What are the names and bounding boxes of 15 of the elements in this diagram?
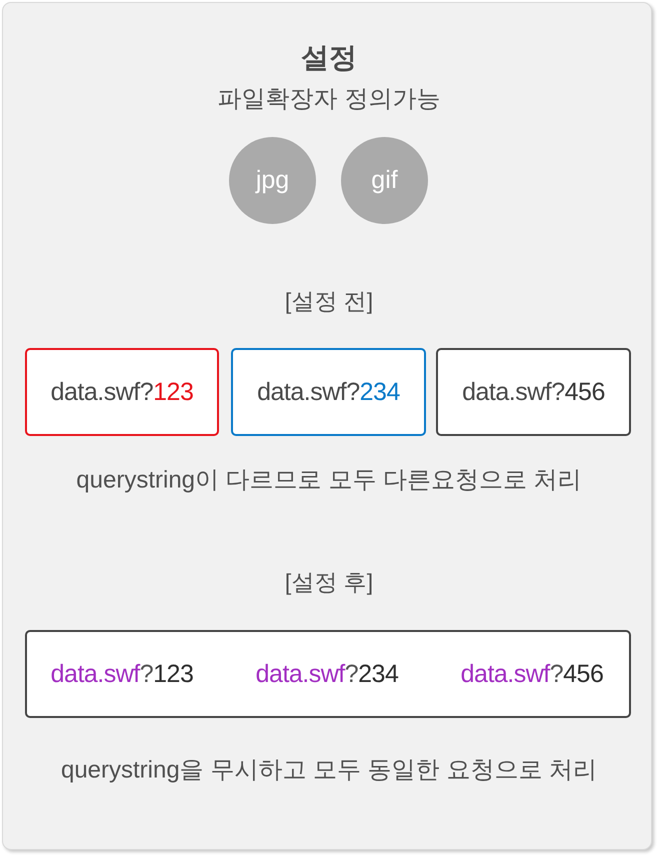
url-box	[25, 630, 631, 718]
subtitle: 파일확장자 정의가능	[218, 86, 440, 114]
url-box: data.swf?123	[25, 348, 219, 436]
url-text: data.swf?123	[50, 659, 194, 689]
section-heading: [설정 전]	[284, 288, 374, 316]
title: 설정	[301, 41, 357, 75]
caption-text: querystring을 무시하고 모두 동일한 요청으로 처리	[60, 756, 598, 786]
section-heading: [설정 후]	[284, 569, 374, 597]
url-box: data.swf?456	[436, 348, 631, 436]
file-type-circle: gif	[341, 137, 428, 224]
url-text: data.swf?456	[460, 659, 604, 689]
file-type-circle: jpg	[229, 137, 316, 224]
caption-text: querystring이 다르므로 모두 다른요청으로 처리	[76, 466, 582, 496]
url-box: data.swf?234	[231, 348, 426, 436]
url-text: data.swf?234	[256, 659, 398, 689]
